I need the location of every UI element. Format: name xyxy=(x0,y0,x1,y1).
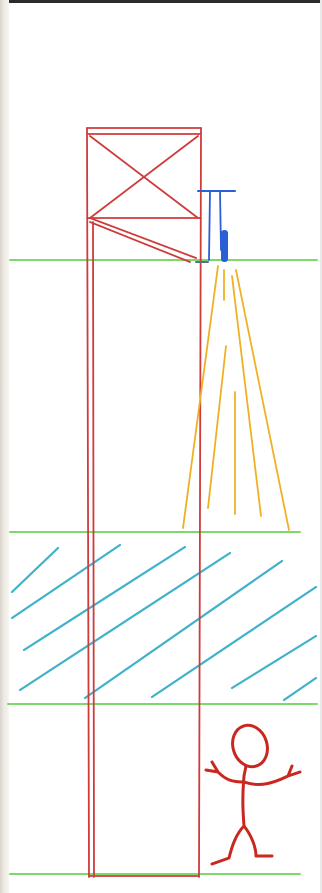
hatch-line xyxy=(152,587,316,697)
tower-inner-left-post xyxy=(93,222,94,877)
water-spray xyxy=(183,266,289,530)
sprinkler-head xyxy=(196,191,235,262)
tower-diagonal-strut xyxy=(90,222,190,262)
spray-line xyxy=(232,276,261,516)
sprinkler-pipe xyxy=(209,191,210,260)
tower-frame xyxy=(87,128,201,877)
spray-line xyxy=(208,346,226,508)
sprinkler-nozzle xyxy=(221,230,228,262)
figure-left-arm xyxy=(206,762,244,782)
figure-right-arm xyxy=(244,766,300,784)
figure-neck xyxy=(244,766,246,776)
hatch-line xyxy=(12,545,120,618)
hatched-zone xyxy=(12,545,316,700)
hatch-line xyxy=(232,636,316,688)
tower-diagonal-strut xyxy=(90,218,196,258)
figure-head xyxy=(227,721,272,771)
tower-left-post xyxy=(87,128,89,877)
stick-figure xyxy=(206,721,300,864)
hatch-line xyxy=(284,678,316,700)
figure-left-leg xyxy=(212,826,244,864)
figure-right-leg xyxy=(244,826,272,856)
sprinkler-pipe xyxy=(220,191,221,250)
spray-line xyxy=(236,270,289,530)
hatch-line xyxy=(12,548,58,592)
tower-right-post xyxy=(199,128,201,877)
